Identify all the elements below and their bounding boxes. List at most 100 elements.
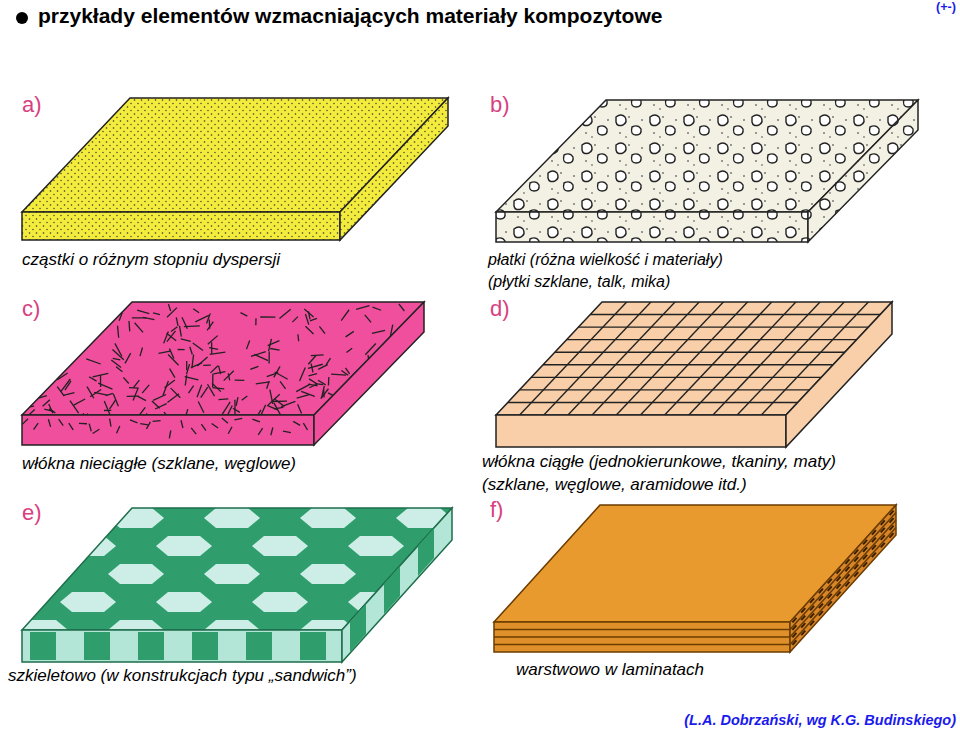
fiber-stroke: [137, 310, 149, 314]
fiber-stroke: [837, 584, 841, 588]
fiber-stroke: [845, 574, 849, 578]
fiber-stroke: [34, 396, 47, 400]
fiber-stroke: [178, 349, 185, 350]
fiber-stroke: [293, 421, 300, 425]
fiber-stroke: [255, 410, 261, 421]
fiber-stroke: [193, 309, 199, 313]
fiber-stroke: [267, 381, 269, 389]
fiber-stroke: [74, 399, 85, 405]
fiber-stroke: [881, 520, 885, 524]
fiber-stroke: [168, 355, 178, 366]
fiber-stroke: [256, 382, 270, 384]
fiber-stroke: [584, 430, 596, 431]
panel-letter: c): [22, 296, 40, 322]
fiber-stroke: [117, 426, 120, 433]
fiber-stroke: [169, 430, 170, 438]
fiber-stroke: [61, 379, 71, 392]
fiber-stroke: [279, 309, 290, 318]
fiber-stroke: [197, 357, 207, 366]
panel-letter: e): [22, 500, 42, 526]
fiber-stroke: [210, 366, 217, 373]
fiber-stroke: [48, 419, 50, 427]
fiber-stroke: [128, 321, 130, 331]
fiber-stroke: [872, 538, 876, 542]
fiber-stroke: [70, 401, 79, 414]
fiber-stroke: [191, 428, 196, 434]
fiber-stroke: [810, 606, 814, 610]
core-wall: [350, 604, 366, 652]
fiber-stroke: [837, 569, 841, 573]
core-wall: [84, 632, 110, 660]
fiber-stroke: [211, 342, 212, 353]
fiber-stroke: [235, 379, 245, 380]
fiber-stroke: [100, 375, 101, 387]
fiber-stroke: [341, 310, 349, 321]
fiber-stroke: [890, 511, 894, 515]
fiber-stroke: [837, 592, 841, 596]
fiber-stroke: [184, 409, 188, 422]
fiber-stroke: [559, 292, 685, 425]
fiber-stroke: [93, 373, 109, 376]
fiber-stroke: [168, 304, 170, 311]
fiber-stroke: [234, 418, 242, 419]
fiber-stroke: [119, 312, 122, 320]
fiber-stroke: [21, 406, 34, 408]
fiber-stroke: [280, 381, 286, 388]
fiber-stroke: [135, 323, 143, 333]
fiber-stroke: [542, 430, 554, 431]
core-wall: [192, 632, 218, 660]
fiber-stroke: [201, 424, 206, 431]
fiber-stroke: [689, 430, 701, 431]
fiber-stroke: [234, 400, 235, 415]
fiber-stroke: [252, 419, 260, 422]
fiber-stroke: [57, 373, 67, 380]
fiber-stroke: [319, 326, 325, 333]
core-wall: [384, 566, 400, 614]
fiber-stroke: [309, 384, 317, 388]
fiber-stroke: [116, 367, 122, 372]
fiber-stroke: [710, 430, 722, 431]
fiber-stroke: [186, 361, 187, 370]
fiber-stroke: [167, 308, 177, 318]
fiber-stroke: [819, 611, 823, 615]
fiber-stroke: [303, 423, 307, 430]
fiber-stroke: [345, 368, 349, 374]
fiber-stroke: [801, 608, 805, 612]
panel-letter: f): [490, 497, 503, 523]
fiber-stroke: [510, 292, 636, 425]
fiber-stroke: [728, 292, 854, 425]
fiber-stroke: [104, 410, 111, 411]
fiber-stroke: [521, 430, 533, 431]
fiber-stroke: [49, 409, 55, 413]
fiber-stroke: [300, 368, 306, 382]
fiber-stroke: [773, 430, 785, 431]
fiber-stroke: [890, 526, 894, 530]
fiber-stroke: [110, 419, 111, 427]
fiber-stroke: [270, 348, 279, 350]
fiber-stroke: [346, 348, 352, 352]
fiber-stroke: [872, 553, 876, 557]
caption: włókna nieciągłe (szklane, węglowe): [22, 454, 296, 474]
fiber-stroke: [43, 400, 50, 407]
fiber-stroke: [167, 331, 176, 342]
fiber-stroke: [127, 396, 139, 397]
fiber-stroke: [250, 366, 258, 369]
fiber-stroke: [828, 601, 832, 605]
fiber-stroke: [143, 317, 154, 319]
fiber-stroke: [305, 326, 313, 334]
fiber-stroke: [309, 374, 318, 376]
fiber-stroke: [365, 343, 376, 354]
fiber-stroke: [752, 292, 878, 425]
fiber-stroke: [309, 379, 317, 384]
fiber-stroke: [845, 559, 849, 563]
fiber-stroke: [79, 413, 84, 423]
fiber-stroke: [118, 326, 119, 338]
fiber-stroke: [297, 334, 299, 341]
fiber-stroke: [163, 381, 168, 396]
fiber-stroke: [241, 313, 248, 317]
fiber-stroke: [854, 565, 858, 569]
fiber-stroke: [133, 388, 138, 401]
fiber-stroke: [810, 621, 814, 625]
fiber-stroke: [500, 430, 512, 431]
fiber-stroke: [227, 406, 232, 417]
